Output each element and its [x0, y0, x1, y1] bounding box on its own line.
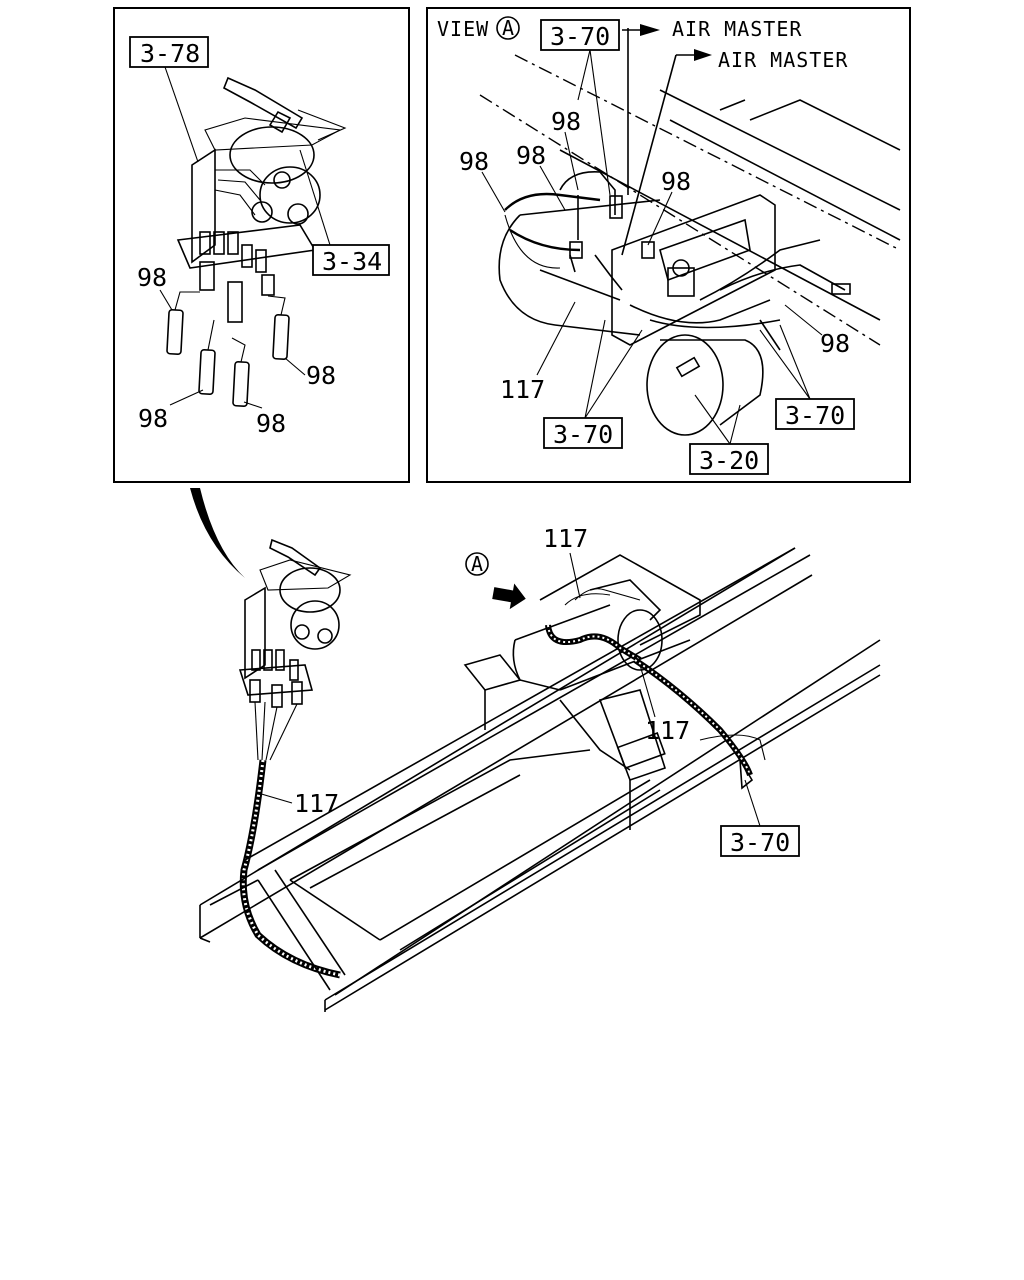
- part-label-98: 98: [661, 167, 691, 196]
- hose-98-set: [166, 291, 290, 407]
- ref-label-3-70: 3-70: [553, 420, 613, 449]
- detail-pointer-arrow: [190, 488, 245, 578]
- part-label-117: 117: [294, 789, 339, 818]
- hose-117-tank: [545, 624, 642, 663]
- part-label-98: 98: [551, 107, 581, 136]
- part-label-117: 117: [500, 375, 545, 404]
- view-label: VIEW: [437, 17, 489, 41]
- part-label-98: 98: [138, 404, 168, 433]
- ref-box-3-34: [312, 244, 390, 276]
- air-master-label: AIR MASTER: [718, 48, 848, 72]
- ref-box-3-70: [540, 19, 620, 51]
- ref-box-3-78: [129, 36, 209, 68]
- inset-panel-right: [426, 7, 911, 483]
- air-valve-assembly-inset: [176, 76, 347, 323]
- hose-lines-view-a: [504, 171, 851, 351]
- part-label-117: 117: [543, 524, 588, 553]
- air-master-label: AIR MASTER: [672, 17, 802, 41]
- ref-label-3-34: 3-34: [322, 247, 382, 276]
- view-direction-arrow: [492, 583, 526, 610]
- ref-box-3-20: [689, 443, 769, 475]
- ref-label-3-78: 3-78: [140, 39, 200, 68]
- part-label-117: 117: [645, 716, 690, 745]
- view-marker-circle: [496, 16, 520, 40]
- view-marker-main: A: [471, 552, 484, 576]
- ref-label-3-70: 3-70: [550, 22, 610, 51]
- inset-panel-left: [113, 7, 410, 483]
- ref-label-3-70: 3-70: [730, 828, 790, 857]
- part-label-98: 98: [516, 141, 546, 170]
- air-master-arrows: AIR MASTER AIR MASTER: [621, 17, 848, 256]
- vehicle-chassis-frame: [199, 547, 881, 1012]
- ref-box-3-70: [775, 398, 855, 430]
- part-label-98: 98: [137, 263, 167, 292]
- part-label-98: 98: [306, 361, 336, 390]
- view-marker-circle-main: [465, 552, 489, 576]
- part-label-98: 98: [459, 147, 489, 176]
- ref-label-3-70: 3-70: [785, 401, 845, 430]
- ref-label-3-20: 3-20: [699, 446, 759, 475]
- air-valve-assembly-main: [238, 538, 352, 761]
- part-label-98: 98: [820, 329, 850, 358]
- view-marker: A: [502, 16, 515, 40]
- part-label-98: 98: [256, 409, 286, 438]
- air-tank-group-main: [463, 554, 701, 830]
- ref-box-3-70: [543, 417, 623, 449]
